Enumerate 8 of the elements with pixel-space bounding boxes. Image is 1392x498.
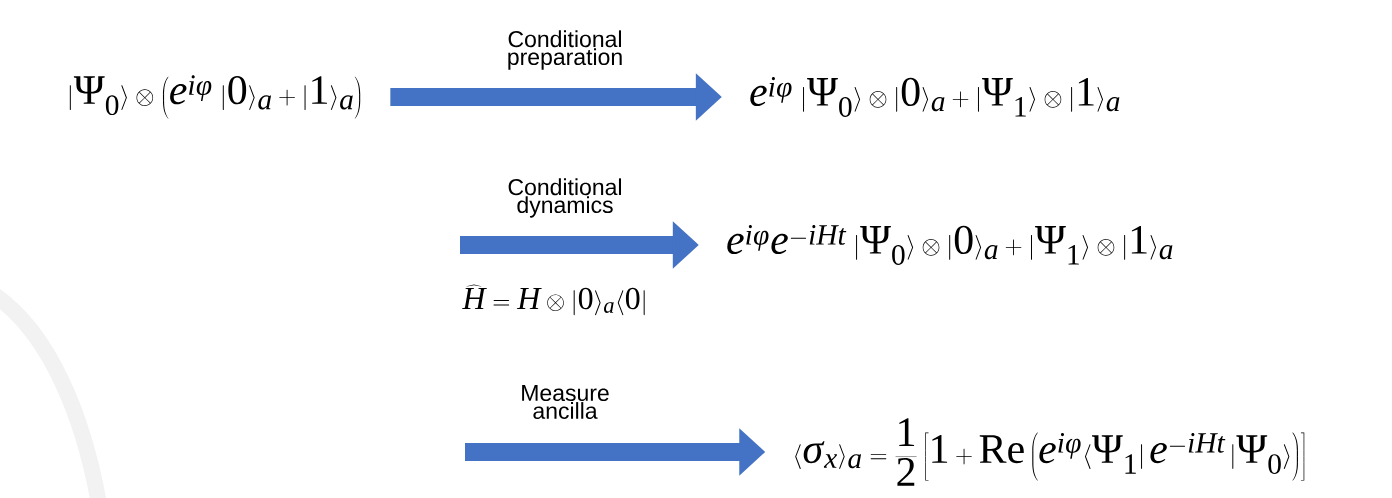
edge-label: Measure ancilla [522, 385, 609, 419]
formula: $\widehat{H} = H\otimes|0\rangle_a\langle 0|$ [462, 284, 645, 316]
formula: $e^{i\phi}e^{-iHt}\;|\Psi_0\rangle\otimes|0\rangle_a + |\Psi_1\rangle\otimes|1\rangle_a$ [727, 225, 1173, 265]
formula: $\langle\sigma_x\rangle_a = \frac{1}{2}\left[1+\mathrm{Re}\left(e^{i\phi}\langle\Psi_1|\,e^{-iHt}\,|\Psi_0\rangle\right)\right]$ [795, 418, 1305, 486]
edge-label: Conditional preparation [508, 30, 622, 70]
edge-label: Conditional dynamics [508, 178, 621, 218]
formula: $e^{i\phi}\;|\Psi_0\rangle\otimes|0\rangle_a + |\Psi_1\rangle\otimes|1\rangle_a$ [750, 77, 1120, 117]
formula: $|\Psi_0\rangle \otimes \left(e^{i\phi}\;|0\rangle_a + |1\rangle_a\right)$ [69, 75, 361, 119]
